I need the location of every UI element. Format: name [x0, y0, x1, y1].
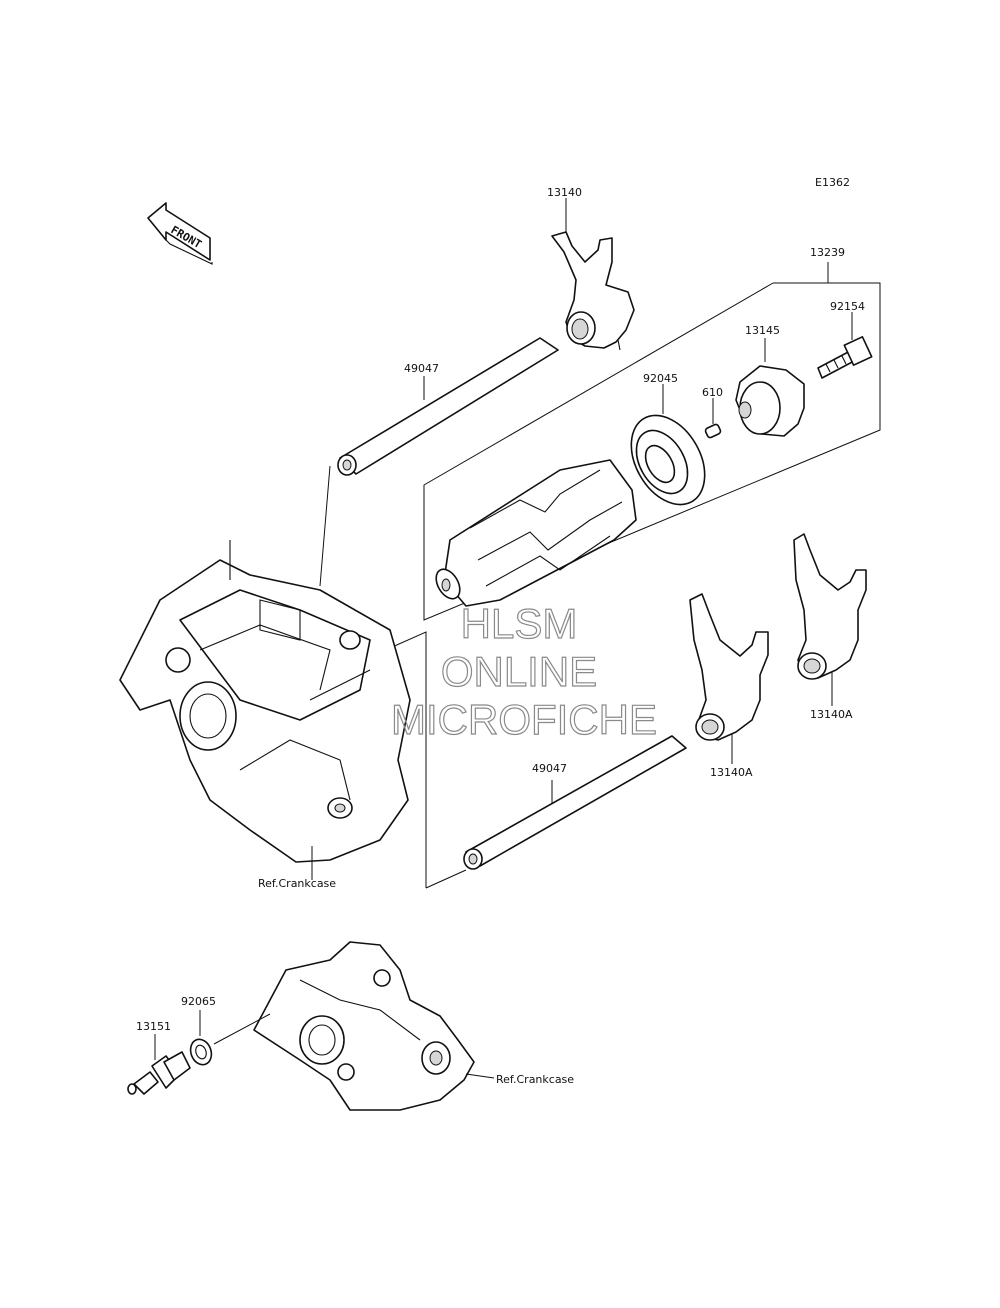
label-92154: 92154: [830, 300, 865, 313]
label-13140a-right: 13140A: [810, 708, 853, 721]
watermark-line2: ONLINE: [441, 648, 597, 695]
assembly-bracket-13239: [423, 262, 881, 621]
shift-cam-13145: [735, 338, 805, 437]
label-49047-top: 49047: [404, 362, 439, 375]
ref-crankcase-bottom-label: Ref.Crankcase: [496, 1073, 574, 1086]
watermark: HLSM ONLINE MICROFICHE: [390, 599, 657, 743]
shift-rod-49047-bottom: [389, 631, 687, 889]
shift-drum: [435, 459, 637, 607]
watermark-line1: HLSM: [461, 600, 578, 647]
bolt-92154: [817, 312, 873, 379]
label-13239: 13239: [810, 246, 845, 259]
diagram-code: E1362: [815, 176, 850, 189]
label-92065: 92065: [181, 995, 216, 1008]
ref-crankcase-top-label: Ref.Crankcase: [258, 877, 336, 890]
label-49047-bottom: 49047: [532, 762, 567, 775]
label-13145: 13145: [745, 324, 780, 337]
label-92045: 92045: [643, 372, 678, 385]
label-610: 610: [702, 386, 723, 399]
shift-fork-13140: [551, 198, 635, 351]
shift-rod-49047-top: [319, 337, 559, 587]
crankcase-upper: [119, 540, 411, 880]
neutral-switch-13151: [127, 1034, 191, 1095]
shift-fork-13140a-right: [793, 533, 867, 706]
label-13151: 13151: [136, 1020, 171, 1033]
bearing-92045: [630, 384, 706, 506]
washer-92065: [189, 1010, 213, 1066]
front-arrow-icon: FRONT: [147, 202, 213, 265]
label-13140: 13140: [547, 186, 582, 199]
watermark-line3: MICROFICHE: [391, 696, 657, 743]
shift-fork-13140a-left: [689, 593, 769, 764]
crankcase-lower: [213, 941, 495, 1111]
label-13140a-left: 13140A: [710, 766, 753, 779]
pin-610: [704, 398, 722, 439]
